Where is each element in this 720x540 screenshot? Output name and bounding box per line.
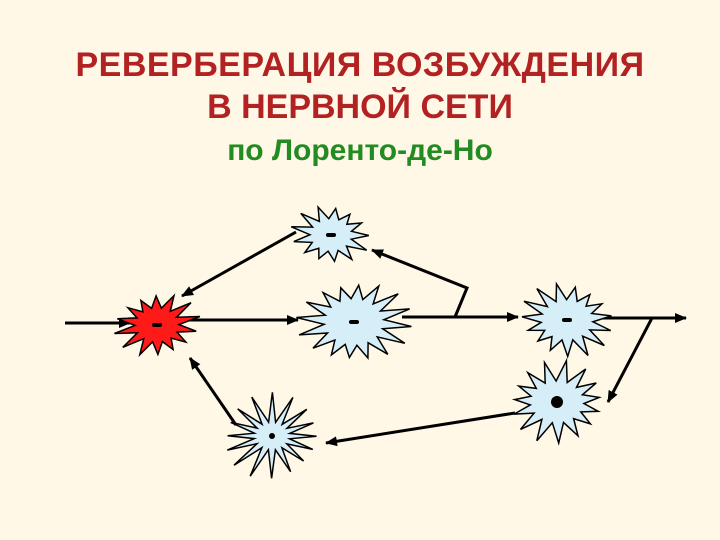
neuron-active-nucleus [152, 323, 162, 327]
neuron-right-nucleus [562, 318, 572, 322]
subtitle: по Лоренто-де-Но [227, 134, 493, 167]
arrow-lower-right-to-bottom-left [325, 411, 516, 447]
connector-to-top [371, 248, 469, 318]
neuron-top-nucleus [326, 233, 336, 237]
neuron-middle-nucleus [349, 320, 359, 324]
arrow-bottom-left-to-active [188, 357, 238, 426]
arrow-top-to-active [181, 230, 297, 298]
title-line-1: РЕВЕРБЕРАЦИЯ ВОЗБУЖДЕНИЯ [75, 46, 645, 84]
neuron-bottom-left-nucleus [269, 433, 275, 439]
connector-to-lower-right [606, 317, 654, 403]
title-line-2: В НЕРВНОЙ СЕТИ [207, 88, 513, 126]
neuron-lower-right-nucleus [551, 396, 563, 408]
